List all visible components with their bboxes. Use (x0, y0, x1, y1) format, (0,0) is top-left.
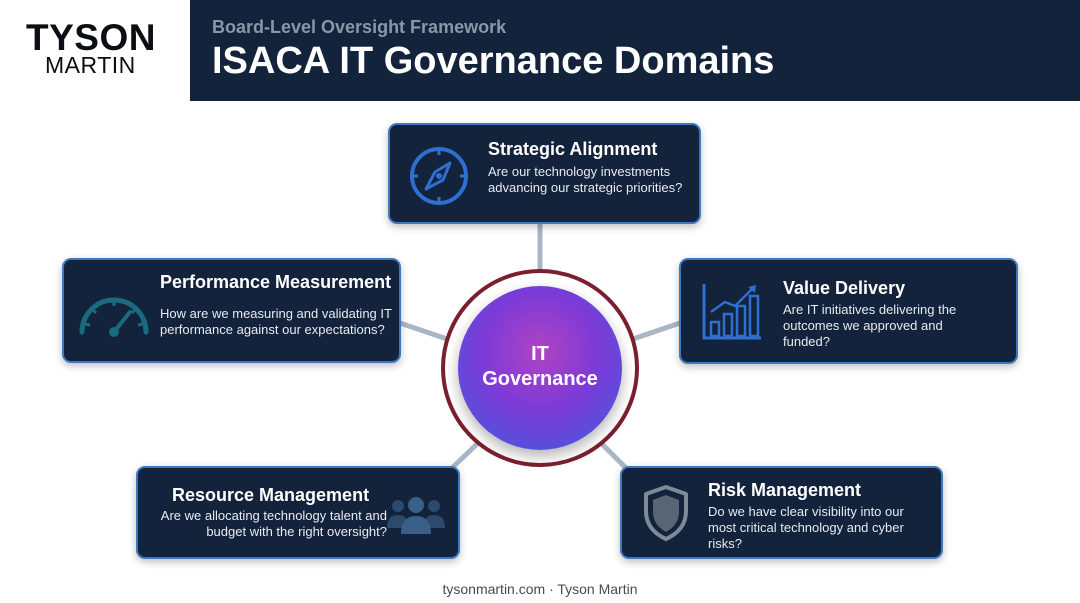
connector-value (632, 320, 681, 342)
footer-credit: tysonmartin.com · Tyson Martin (442, 581, 638, 597)
card-description: Are we allocating technology talent and … (160, 508, 387, 539)
card-title: Performance Measurement (160, 272, 392, 292)
card-performance-measurement: Performance Measurement How are we measu… (62, 258, 401, 363)
connector-performance (399, 320, 448, 342)
card-value-delivery: Value Delivery Are IT initiatives delive… (679, 258, 1018, 364)
bar-chart-icon (702, 284, 761, 340)
card-description: Are IT initiatives delivering the outcom… (783, 302, 957, 349)
compass-icon (410, 147, 468, 205)
connector-resource (450, 441, 480, 470)
card-description: Do we have clear visibility into our mos… (708, 504, 904, 551)
hub-label-line1: IT (531, 343, 549, 365)
card-title: Value Delivery (783, 278, 906, 298)
card-title: Risk Management (708, 480, 862, 500)
connector-risk (599, 441, 628, 470)
hub-circle: IT Governance (458, 286, 622, 450)
card-resource-management: Resource Management Are we allocating te… (136, 466, 460, 559)
connector-lines (399, 224, 681, 470)
hub-label: IT Governance (458, 342, 622, 392)
brand-logo-line1: TYSON (26, 17, 156, 58)
card-title: Strategic Alignment (488, 139, 658, 159)
card-risk-management: Risk Management Do we have clear visibil… (620, 466, 943, 559)
card-description: How are we measuring and validating IT p… (160, 306, 392, 337)
brand-logo-line2: MARTIN (45, 52, 136, 78)
shield-icon (644, 485, 688, 541)
governance-diagram: IT Governance Strategic Alignment Are ou… (0, 101, 1080, 603)
gauge-icon (79, 297, 149, 337)
hub-label-line2: Governance (482, 368, 598, 390)
header-subtitle: Board-Level Oversight Framework (212, 17, 507, 37)
people-icon (387, 497, 445, 534)
header-banner: Board-Level Oversight Framework ISACA IT… (190, 0, 1080, 101)
card-description: Are our technology investments advancing… (488, 164, 683, 195)
page-title: ISACA IT Governance Domains (212, 40, 775, 82)
brand-logo: TYSON MARTIN (0, 0, 190, 101)
card-strategic-alignment: Strategic Alignment Are our technology i… (388, 123, 701, 224)
card-title: Resource Management (172, 485, 370, 505)
